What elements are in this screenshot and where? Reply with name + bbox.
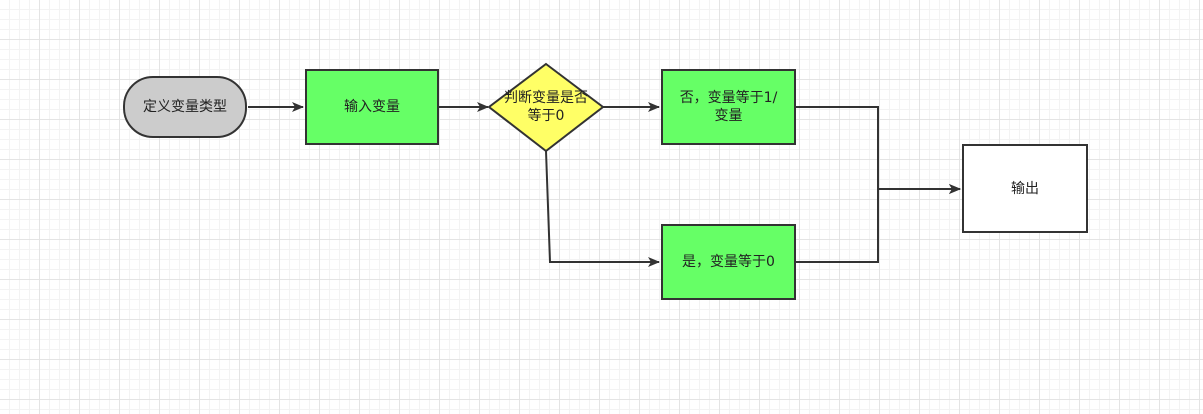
input-node[interactable]: 输入变量 [305,69,439,145]
decision-node-label: 判断变量是否等于0 [504,90,588,124]
yes-branch-node-label: 是，变量等于0 [682,254,775,270]
edge-decision-to-yes [545,150,660,267]
decision-diamond-shape [487,62,605,153]
no-branch-node-label: 否，变量等于1/变量 [679,90,778,124]
edge-no-to-output [796,106,961,194]
decision-node[interactable]: 判断变量是否等于0 [500,80,592,134]
yes-branch-node[interactable]: 是，变量等于0 [661,224,796,300]
output-node[interactable]: 输出 [962,144,1088,233]
input-node-label: 输入变量 [344,99,400,115]
start-node-label: 定义变量类型 [143,99,227,115]
edge-yes-to-output [796,184,961,263]
start-node[interactable]: 定义变量类型 [123,76,247,138]
output-node-label: 输出 [1011,180,1039,197]
no-branch-node[interactable]: 否，变量等于1/变量 [661,69,796,145]
